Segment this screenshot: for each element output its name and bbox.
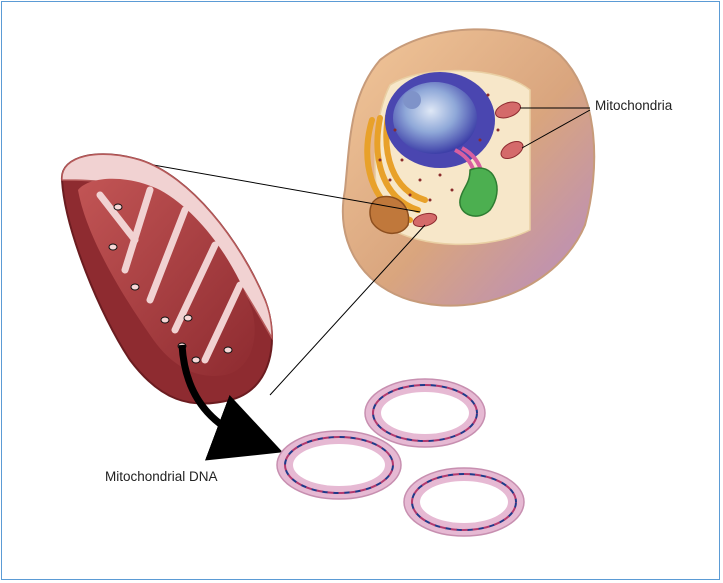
mtdna-ring-top (365, 379, 485, 447)
mtdna-ring-right (404, 468, 524, 536)
mitochondrial-dna-label: Mitochondrial DNA (105, 469, 218, 484)
mtdna-ring-left (277, 431, 401, 499)
nucleus (393, 82, 477, 154)
nucleolus (403, 91, 421, 109)
animal-cell (343, 29, 594, 305)
enlarged-mitochondrion (62, 154, 272, 403)
mitochondria-label: Mitochondria (595, 98, 672, 113)
